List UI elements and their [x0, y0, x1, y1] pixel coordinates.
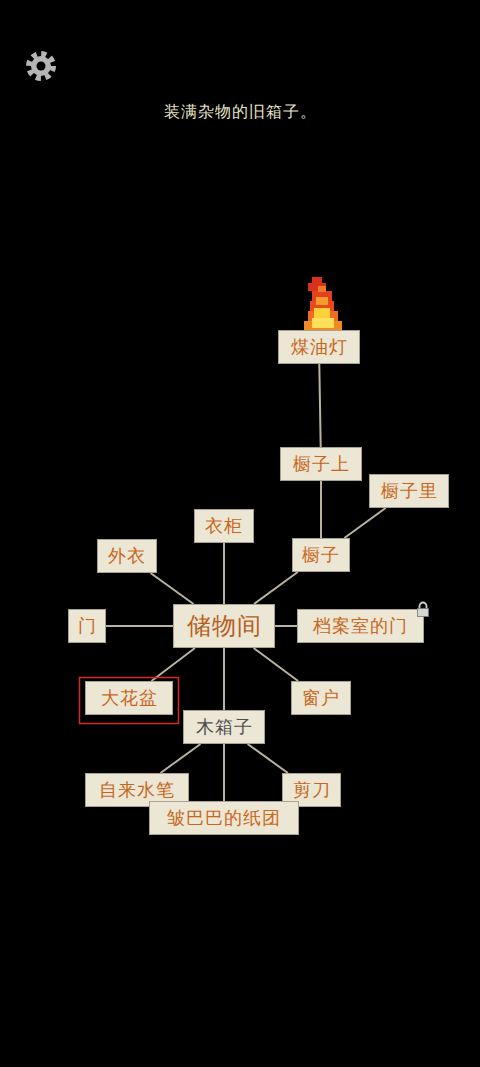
item-node: 衣柜	[194, 509, 254, 543]
node-label: 外衣	[108, 547, 146, 565]
item-node: 窗户	[291, 681, 351, 715]
item-node: 外衣	[97, 539, 157, 573]
item-node: 大花盆	[85, 681, 173, 715]
node-label: 储物间	[187, 614, 262, 638]
connector-line	[320, 481, 322, 538]
settings-gear	[29, 54, 53, 78]
connector-line	[344, 508, 385, 538]
node-label: 自来水笔	[99, 781, 175, 799]
item-node: 橱子	[292, 538, 350, 572]
selection-outline	[80, 678, 179, 724]
connector-line	[151, 648, 195, 681]
connector-line	[151, 573, 194, 604]
node-label: 窗户	[302, 689, 340, 707]
node-label: 皱巴巴的纸团	[167, 809, 281, 827]
node-label: 橱子上	[293, 455, 350, 473]
item-node: 橱子里	[369, 474, 449, 508]
lamp-flame	[304, 277, 342, 330]
node-label: 剪刀	[293, 781, 331, 799]
connector-line	[275, 625, 297, 627]
node-label: 门	[78, 617, 97, 635]
item-node: 橱子上	[280, 447, 362, 481]
room-node: 储物间	[173, 604, 275, 648]
item-node: 门	[68, 609, 106, 643]
item-node: 煤油灯	[278, 330, 360, 364]
node-label: 橱子里	[381, 482, 438, 500]
node-label: 木箱子	[196, 718, 253, 736]
connector-line	[223, 543, 225, 604]
node-label: 档案室的门	[313, 617, 408, 635]
item-node: 皱巴巴的纸团	[149, 801, 299, 835]
node-label: 大花盆	[101, 689, 158, 707]
node-label: 橱子	[302, 546, 340, 564]
connector-line	[223, 648, 225, 710]
connector-line	[254, 648, 298, 681]
node-label: 煤油灯	[291, 338, 348, 356]
connector-line	[319, 364, 320, 447]
connector-line	[248, 744, 288, 773]
item-node: 木箱子	[183, 710, 265, 744]
description-text: 装满杂物的旧箱子。	[0, 102, 480, 123]
connector-line	[160, 744, 200, 773]
item-node: 档案室的门	[297, 609, 424, 643]
connector-line	[254, 572, 298, 604]
connector-line	[106, 625, 173, 627]
connector-line	[223, 744, 225, 801]
node-label: 衣柜	[205, 517, 243, 535]
